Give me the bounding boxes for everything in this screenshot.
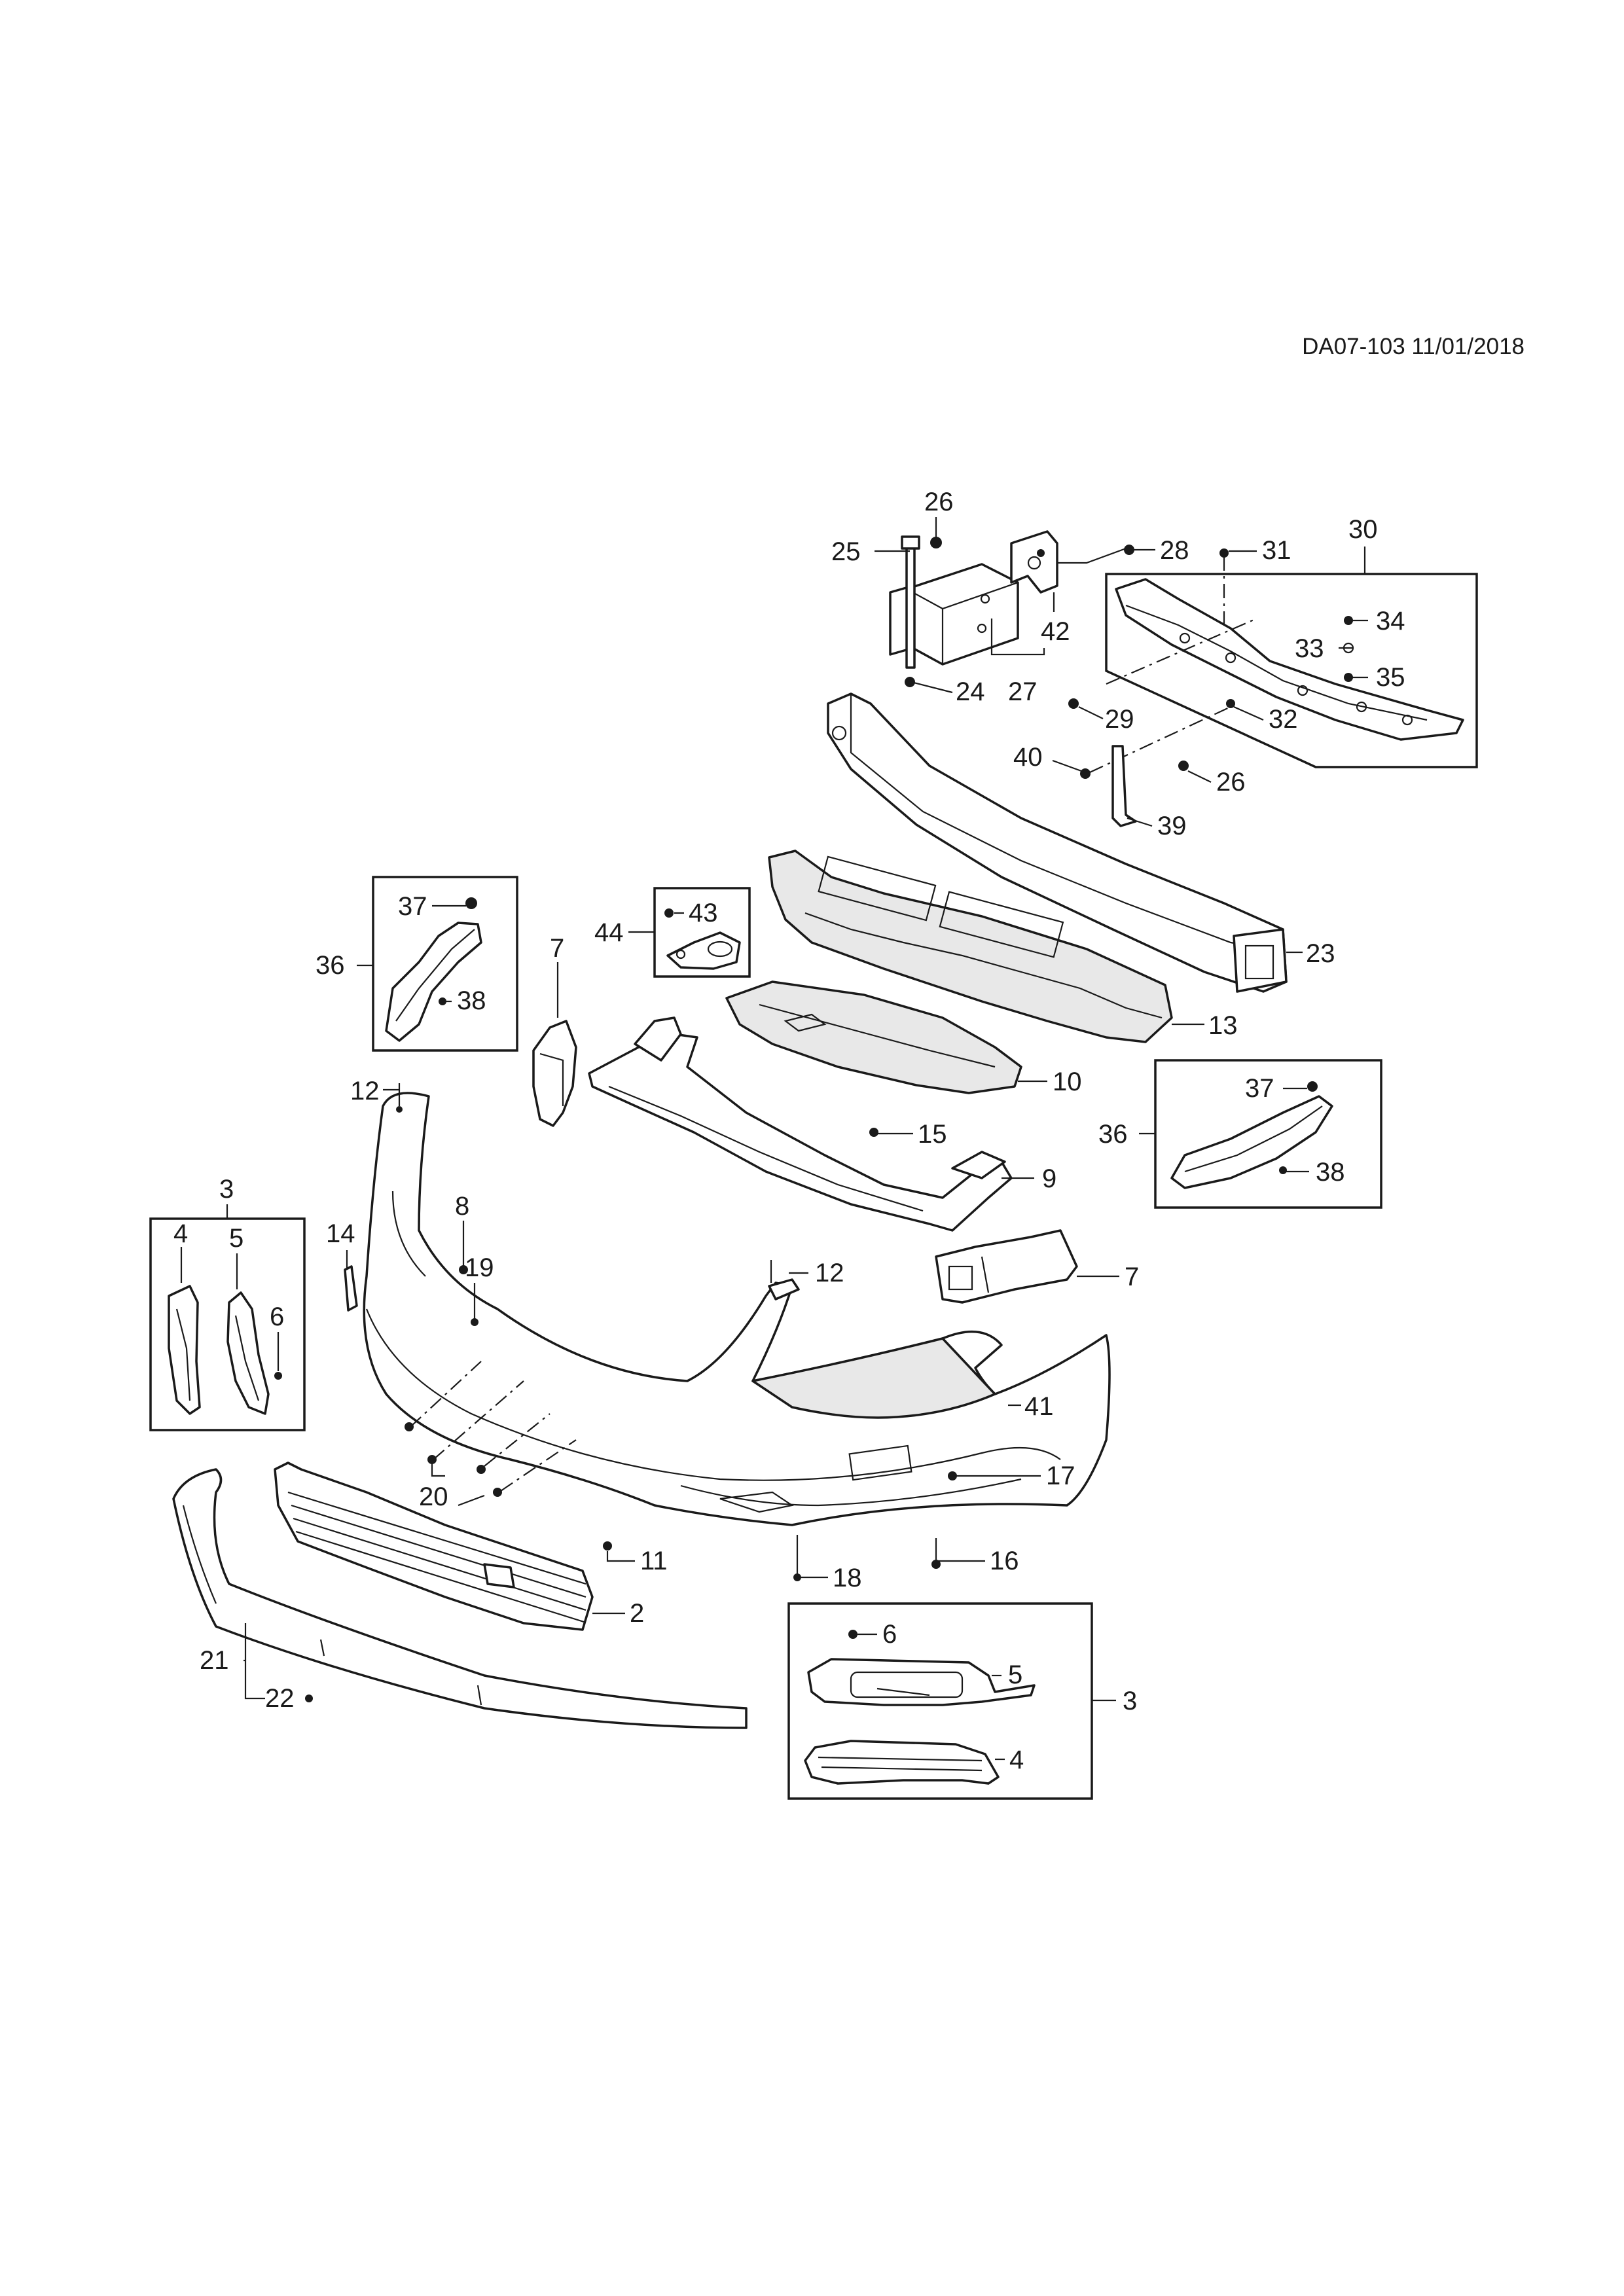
callout-17: 17: [1046, 1462, 1075, 1490]
callout-4-right: 4: [1009, 1746, 1024, 1774]
callout-40: 40: [1013, 743, 1043, 772]
side-bracket-7-right: [935, 1229, 1078, 1304]
callout-38-right: 38: [1316, 1158, 1345, 1187]
bolt-25: [901, 535, 920, 669]
bracket-36-left: [385, 922, 482, 1042]
callout-12-mid: 12: [815, 1259, 844, 1287]
callout-25: 25: [831, 537, 861, 566]
callout-18: 18: [833, 1564, 862, 1592]
callout-2: 2: [630, 1599, 644, 1628]
fog-trim-4-right: [804, 1740, 1000, 1785]
callout-15: 15: [918, 1120, 947, 1149]
mount-plate-42: [1010, 530, 1058, 594]
bracket-43: [666, 931, 741, 970]
callout-23: 23: [1306, 939, 1335, 968]
strap-39: [1111, 745, 1137, 827]
callout-5-left: 5: [229, 1224, 244, 1253]
underbody-shield-10: [725, 980, 1022, 1094]
bumper-beam-23: [827, 692, 1288, 993]
callout-19: 19: [465, 1253, 494, 1282]
callout-29: 29: [1105, 705, 1134, 734]
top-mount-12: [768, 1278, 800, 1300]
callout-33: 33: [1295, 634, 1324, 663]
callout-24: 24: [956, 677, 985, 706]
lower-grille-2: [274, 1462, 594, 1631]
callout-21: 21: [200, 1646, 229, 1675]
callout-36-left: 36: [316, 951, 345, 980]
callout-13: 13: [1208, 1011, 1238, 1040]
callout-22: 22: [265, 1684, 295, 1713]
callout-3-right: 3: [1123, 1687, 1137, 1715]
callout-9: 9: [1042, 1164, 1056, 1193]
side-reflector-14: [344, 1265, 358, 1312]
detail-box-36-left: [372, 876, 518, 1052]
callout-38-left: 38: [457, 986, 486, 1015]
reinforcement-plate-30: [1115, 578, 1464, 741]
bumper-fascia-41: [363, 1092, 1111, 1526]
fog-bezel-5-right: [807, 1658, 1036, 1706]
fog-bezel-5-left: [226, 1291, 270, 1415]
side-bracket-7-left: [532, 1020, 577, 1127]
fog-trim-4-left: [168, 1285, 201, 1415]
callout-43: 43: [689, 899, 718, 927]
callout-35: 35: [1376, 663, 1405, 692]
callout-3-left: 3: [219, 1175, 234, 1204]
callout-10: 10: [1053, 1067, 1082, 1096]
callout-5-right: 5: [1008, 1660, 1022, 1689]
lower-support-9: [588, 1016, 1013, 1232]
callout-42: 42: [1041, 617, 1070, 646]
callout-14: 14: [326, 1219, 355, 1248]
callout-16: 16: [990, 1547, 1019, 1575]
callout-20: 20: [419, 1482, 448, 1511]
callout-6-right: 6: [882, 1620, 897, 1649]
document-reference: DA07-103 11/01/2018: [1302, 334, 1525, 359]
callout-26: 26: [924, 488, 954, 516]
callout-4-left: 4: [173, 1219, 188, 1248]
callout-28: 28: [1160, 536, 1189, 565]
callout-11: 11: [640, 1547, 668, 1575]
callout-44: 44: [594, 918, 624, 947]
callout-32: 32: [1269, 705, 1298, 734]
callout-37-left: 37: [398, 892, 427, 921]
callout-34: 34: [1376, 607, 1405, 636]
callout-7-left: 7: [550, 934, 564, 963]
callout-41: 41: [1024, 1392, 1054, 1421]
callout-12-top: 12: [350, 1077, 380, 1105]
detail-box-30: [1105, 573, 1478, 768]
energy-absorber-13: [768, 850, 1173, 1043]
callout-8: 8: [455, 1192, 469, 1221]
bracket-36-right: [1170, 1095, 1333, 1189]
callout-37-right: 37: [1245, 1074, 1274, 1103]
lower-trim-21: [172, 1468, 748, 1729]
callout-26b: 26: [1216, 768, 1246, 797]
callout-30: 30: [1348, 515, 1378, 544]
callout-36-right: 36: [1098, 1120, 1128, 1149]
callout-39: 39: [1157, 812, 1187, 840]
callout-31: 31: [1262, 536, 1291, 565]
callout-7-right: 7: [1125, 1263, 1139, 1291]
callout-27: 27: [1008, 677, 1038, 706]
callout-6-left: 6: [270, 1302, 284, 1331]
